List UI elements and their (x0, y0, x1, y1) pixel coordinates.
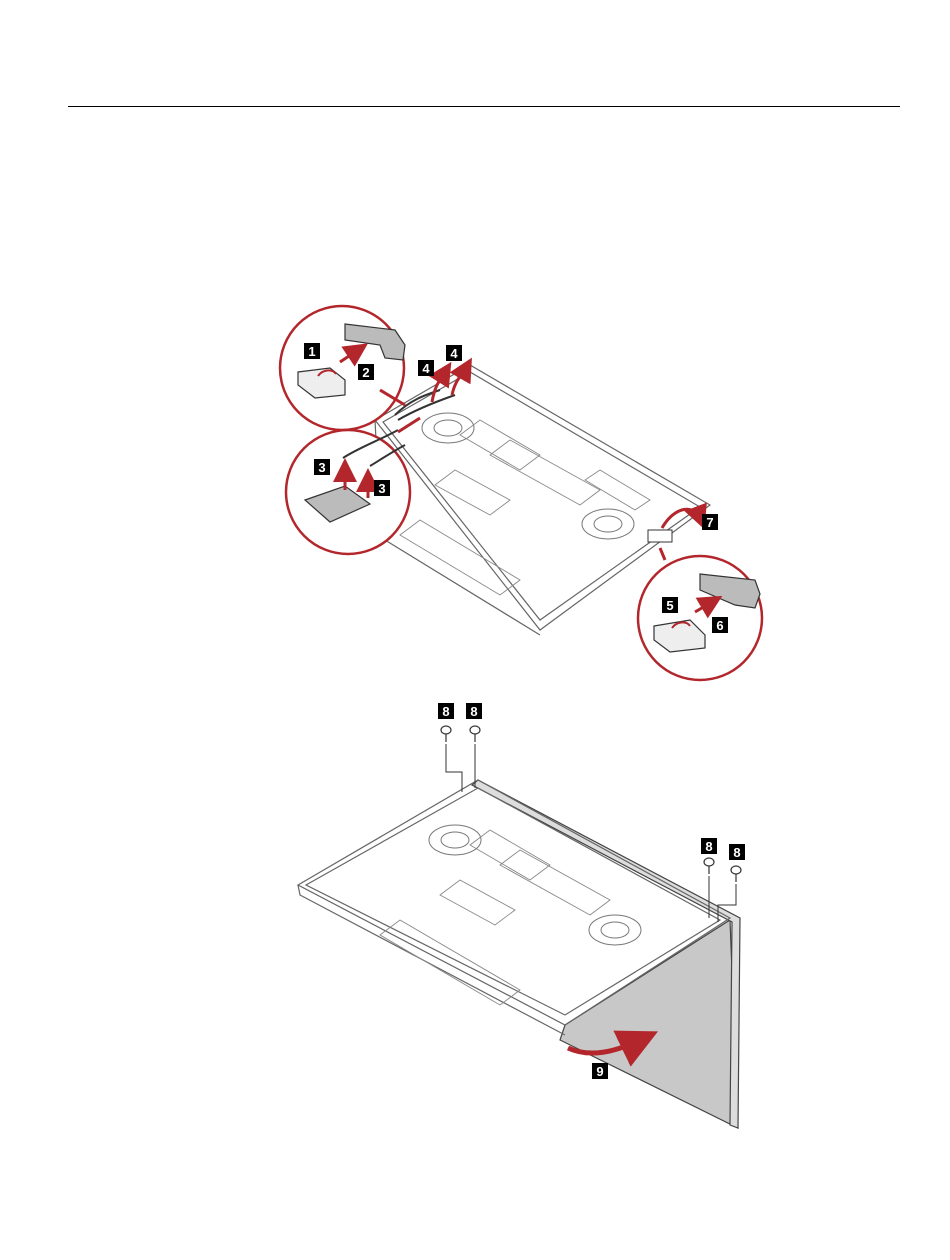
callout-badge: 4 (418, 360, 434, 376)
internal-components (380, 830, 610, 1005)
callout-badge: 5 (662, 597, 678, 613)
callout-label: 8 (733, 845, 740, 860)
callout-badge: 8 (466, 703, 482, 719)
callout-badge: 2 (358, 364, 374, 380)
callout-label: 3 (378, 481, 385, 496)
callout-badge: 8 (701, 838, 717, 854)
callout-label: 8 (470, 704, 477, 719)
screw-icon (441, 726, 741, 882)
callout-badge: 6 (712, 617, 728, 633)
callout-badge: 1 (304, 343, 320, 359)
callout-label: 8 (705, 839, 712, 854)
callout-label: 4 (450, 346, 458, 361)
callout-badge: 7 (702, 514, 718, 530)
top-figure: 1 2 3 3 4 4 5 6 7 (280, 306, 762, 680)
callout-badge: 3 (314, 459, 330, 475)
connector-icon (648, 530, 672, 542)
callout-badge: 9 (592, 1063, 608, 1079)
callout-label: 5 (666, 598, 673, 613)
callout-label: 4 (422, 361, 430, 376)
callout-label: 9 (596, 1064, 603, 1079)
callout-label: 8 (442, 704, 449, 719)
callout-label: 1 (308, 344, 315, 359)
callout-label: 3 (318, 460, 325, 475)
callout-badge: 4 (446, 345, 462, 361)
callout-badge: 3 (374, 480, 390, 496)
arrow-icon (662, 509, 700, 528)
fan-icon (429, 825, 641, 945)
detail-circle-2 (286, 418, 420, 554)
callout-badge: 8 (729, 844, 745, 860)
bottom-figure: 8 8 8 8 9 (298, 703, 745, 1128)
callout-label: 2 (362, 365, 369, 380)
detail-circle-3 (638, 548, 762, 680)
callout-label: 6 (716, 618, 723, 633)
display-panel (560, 920, 738, 1128)
callout-label: 7 (706, 515, 713, 530)
callout-badge: 8 (438, 703, 454, 719)
detail-circle-1 (280, 306, 405, 430)
